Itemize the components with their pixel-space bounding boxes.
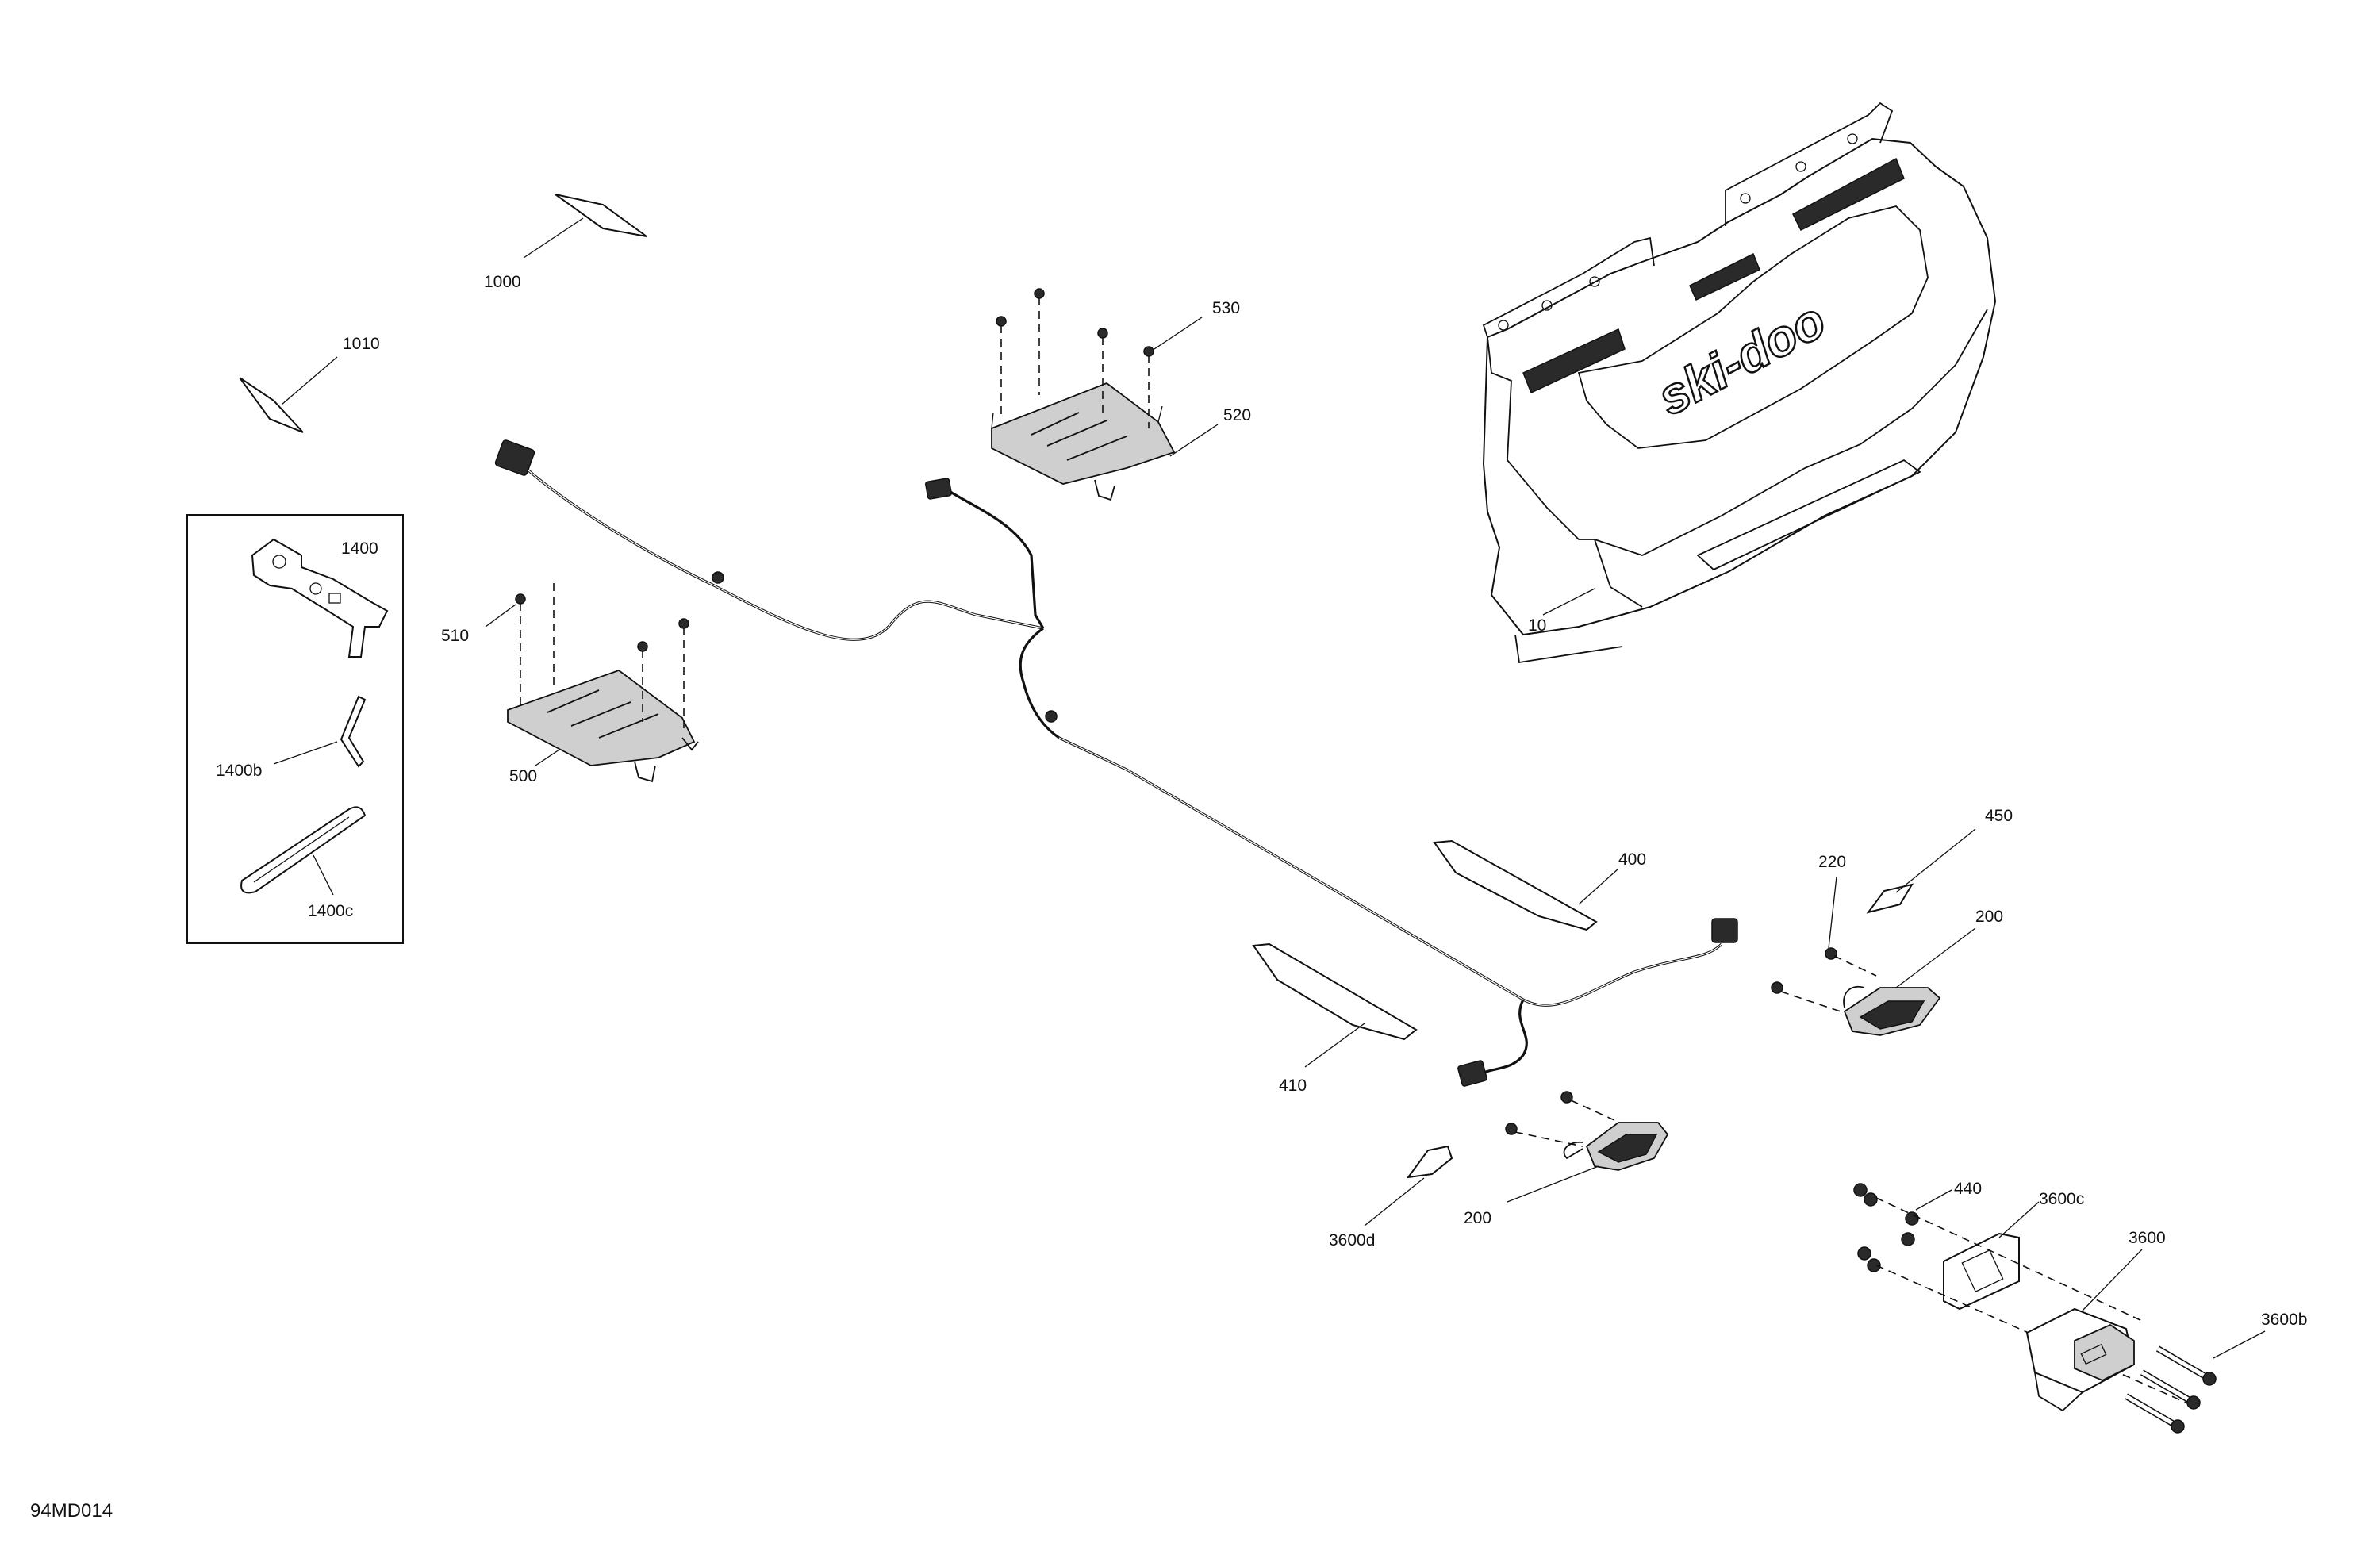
leader-1400b: [273, 741, 338, 765]
plate-520[interactable]: [991, 382, 1176, 501]
callout-1400: 1400: [341, 539, 378, 558]
screws-530[interactable]: [996, 288, 1154, 428]
leader-3600d: [1998, 1201, 2040, 1238]
leader-510: [485, 604, 516, 628]
leader-500: [535, 749, 560, 766]
callout-450: 450: [1985, 807, 2013, 825]
leader-1000: [523, 217, 584, 259]
decal-1000[interactable]: [555, 194, 647, 237]
nuts-3600c[interactable]: [1853, 1183, 1919, 1272]
callout-1010: 1010: [343, 335, 380, 353]
callout-500: 500: [509, 767, 537, 785]
decal-450[interactable]: [1866, 883, 1914, 914]
tail-light-200-left[interactable]: [1563, 1122, 1669, 1171]
callout-1400c: 1400c: [308, 902, 353, 920]
callout-1000: 1000: [484, 273, 521, 291]
callout-410: 410: [1279, 1077, 1307, 1095]
leader-200b: [1507, 1165, 1599, 1203]
callout-440: 3600d: [1329, 1231, 1375, 1249]
leader-520: [1169, 424, 1219, 457]
leader-1400c: [313, 854, 334, 896]
leader-440: [1364, 1177, 1425, 1226]
wiring-harness[interactable]: [494, 439, 1738, 1087]
nut-220[interactable]: [1771, 947, 1837, 994]
leader-400: [1578, 868, 1619, 905]
reflector-410[interactable]: [1252, 942, 1418, 1041]
leader-530: [1154, 317, 1203, 350]
receiver-3600[interactable]: [2025, 1307, 2136, 1412]
leader-3600c: [1915, 1189, 1952, 1211]
leader-220: [1828, 876, 1837, 949]
callout-520: 520: [1223, 406, 1251, 424]
callout-200b: 200: [1464, 1209, 1491, 1227]
callout-200a: 200: [1975, 908, 2003, 926]
callout-3600c: 440: [1954, 1180, 1982, 1198]
reflector-400[interactable]: [1433, 839, 1598, 931]
dash-3600-b: [1875, 1265, 2190, 1405]
leader-1010: [281, 356, 338, 405]
dash-200-a: [1570, 1100, 1615, 1121]
figure-code: 94MD014: [30, 1500, 113, 1522]
dash-200-b: [1514, 1131, 1583, 1147]
rear-cover-10[interactable]: ski-doo: [1482, 102, 1997, 664]
bar-1400c[interactable]: [240, 806, 367, 894]
leader-450: [1895, 828, 1976, 893]
nut-200-left[interactable]: [1505, 1091, 1573, 1135]
bolts-3600b[interactable]: [2124, 1345, 2217, 1434]
callout-400: 400: [1618, 850, 1646, 869]
dash-220-a: [1833, 955, 1877, 977]
leader-10: [1542, 588, 1595, 616]
wrench-1400[interactable]: [251, 538, 389, 658]
callout-10: 10: [1528, 616, 1546, 635]
plate-500[interactable]: [507, 669, 699, 783]
key-1400b[interactable]: [340, 695, 367, 768]
callout-3600d: 3600c: [2039, 1190, 2084, 1208]
tail-light-200-right[interactable]: [1843, 985, 1941, 1036]
dash-3600-a: [1875, 1197, 2143, 1322]
leader-200a: [1895, 927, 1976, 988]
callout-220: 220: [1818, 853, 1846, 871]
callout-510: 510: [441, 627, 469, 645]
decal-440[interactable]: [1406, 1145, 1453, 1179]
callout-530: 530: [1212, 299, 1240, 317]
tool-kit-box: [186, 514, 404, 944]
dash-220-b: [1780, 991, 1853, 1016]
decal-1010[interactable]: [239, 377, 304, 433]
callout-3600: 3600: [2129, 1229, 2166, 1247]
callout-1400b: 1400b: [216, 762, 262, 780]
leader-3600: [2082, 1249, 2143, 1311]
callout-3600b: 3600b: [2261, 1311, 2307, 1329]
screws-510[interactable]: [515, 583, 689, 728]
leader-3600b: [2213, 1330, 2266, 1359]
leader-410: [1304, 1023, 1365, 1068]
plate-3600d[interactable]: [1943, 1232, 2020, 1311]
